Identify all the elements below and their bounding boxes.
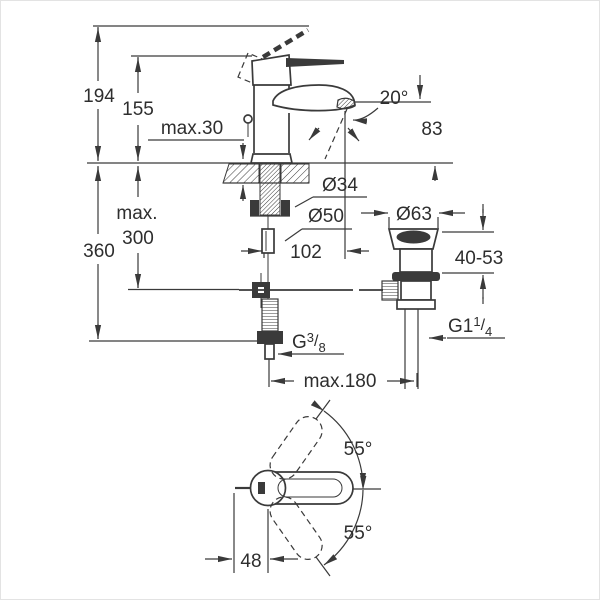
dim-83-label: 83 [421,119,442,140]
mounting-nut-left [250,200,259,216]
bottom-view-labels: 55° 55° 48 [240,439,372,572]
handle-hub [249,469,287,507]
dim-48 [205,493,298,573]
g38-knurl [261,298,279,332]
spout [272,84,356,112]
waste-collar [396,299,436,310]
handle-top-outline [235,469,381,507]
dim-194-label: 194 [83,86,115,107]
label-leaders [148,139,505,355]
faucet-front [237,28,356,164]
dim-4053-label: 40-53 [455,248,504,269]
waste-dome-cap [396,230,431,244]
dim-55-bottom-label: 55° [344,523,373,544]
g38-stub [264,343,275,360]
dim-102-label: 102 [290,242,322,263]
g38-hex-nut [257,331,283,344]
handle-lever [286,58,344,67]
dim-max30-label: max.30 [161,118,223,139]
bottom-view: 55° 55° 48 [205,399,381,577]
drain-assembly [381,228,440,389]
waste-seal [392,272,440,281]
mounting-parts [239,163,383,360]
dim-dia50-label: Ø50 [308,206,344,227]
waste-lower-body [400,280,432,301]
arc-55-bottom [323,475,367,566]
dim-155-label: 155 [122,99,154,120]
hub-slot [258,482,265,494]
threaded-shank [259,163,281,216]
dimension-arrows [94,28,494,385]
handle-raised-lever [261,28,310,59]
deck-section [222,163,310,184]
swing-range [269,399,367,577]
base-flange [249,153,294,164]
dim-dia63-label: Ø63 [396,204,432,225]
dim-max300-label-line1: max. [116,203,157,224]
rod-knob [381,280,399,301]
dim-max300-label-line2: 300 [122,228,154,249]
waste-upper-body [399,248,433,273]
front-view-labels: 194 155 max.30 max. 300 360 20° 83 Ø34 Ø… [83,86,503,392]
dim-48-label: 48 [240,551,261,572]
dim-360-label: 360 [83,241,115,262]
dim-20deg-label: 20° [380,88,409,109]
cartridge-housing [251,54,292,86]
water-stream-line [324,108,348,160]
pop-up-rod-knob [243,114,253,124]
hose-sleeve [261,228,275,254]
dim-dia34-label: Ø34 [322,175,358,196]
front-view: 194 155 max.30 max. 300 360 20° 83 Ø34 Ø… [83,25,505,392]
dim-max180-label: max.180 [304,371,377,392]
aerator [336,97,356,110]
dim-55-top-label: 55° [344,439,373,460]
lever-rotated-down [269,496,323,560]
mounting-nut-right [281,200,290,216]
dim-g114-label: G11/4 [448,314,492,339]
dim-g38-label: G3/8 [292,330,326,355]
